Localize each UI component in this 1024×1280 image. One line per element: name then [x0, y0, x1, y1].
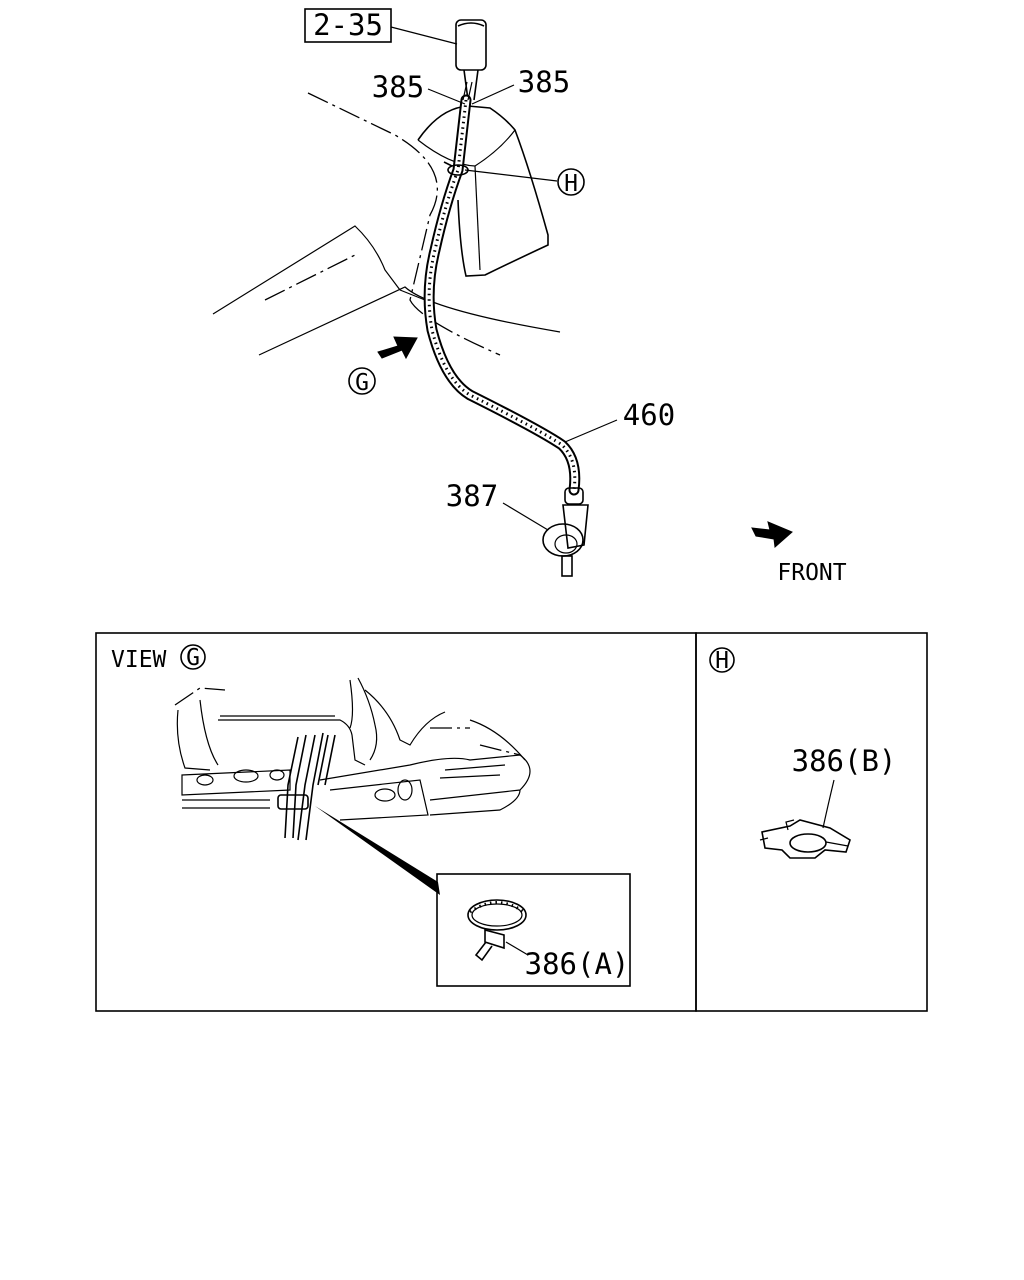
- main-illustration: 2-35: [212, 8, 847, 586]
- grommet-387: [542, 487, 589, 577]
- view-g-arrow: [377, 336, 418, 360]
- marker-g-label: G: [355, 370, 369, 396]
- body-outline: [212, 92, 561, 356]
- view-h-marker-circle: [709, 647, 735, 673]
- marker-g-circle: [348, 367, 376, 395]
- part-385-left-label: 385: [372, 70, 424, 104]
- front-arrow-icon: [751, 521, 793, 549]
- view-g-marker-circle: [180, 644, 206, 670]
- marker-h-circle: [557, 168, 585, 196]
- reference-box-label: 2-35: [313, 8, 383, 42]
- part-460-leader: [564, 419, 618, 443]
- clip-386b-icon: [759, 819, 851, 859]
- reference-leader: [390, 26, 458, 45]
- part-386a-label: 386(A): [525, 947, 630, 981]
- detail-box-386a: [436, 873, 631, 987]
- view-h-panel: H 386(B): [695, 632, 928, 1012]
- part-460-label: 460: [623, 398, 675, 432]
- floor-section: [174, 677, 531, 821]
- part-386b-label: 386(B): [792, 744, 897, 778]
- detail-pointer: [315, 806, 440, 895]
- view-g-marker: G: [186, 645, 200, 671]
- part-386a-leader: [505, 941, 529, 956]
- part-386b-leader: [822, 779, 835, 829]
- front-label: FRONT: [777, 560, 846, 586]
- reference-box: 2-35: [304, 8, 458, 45]
- view-h-panel-border: [695, 632, 928, 1012]
- view-g-title: VIEW: [111, 647, 167, 673]
- part-387-label: 387: [446, 479, 498, 513]
- part-387-leader: [502, 502, 549, 531]
- part-385-left-leader: [427, 88, 466, 105]
- shift-knob: [455, 19, 487, 101]
- cable-hose-460: [423, 81, 581, 496]
- part-385-right-leader: [471, 84, 515, 105]
- cable-tie-386a-icon: [467, 899, 527, 962]
- part-385-right-label: 385: [518, 65, 570, 99]
- view-h-marker: H: [715, 648, 729, 674]
- marker-h-label: H: [564, 171, 578, 197]
- view-g-cables: [277, 732, 336, 841]
- marker-h-leader: [464, 169, 558, 182]
- view-g-panel: VIEW G: [95, 632, 697, 1012]
